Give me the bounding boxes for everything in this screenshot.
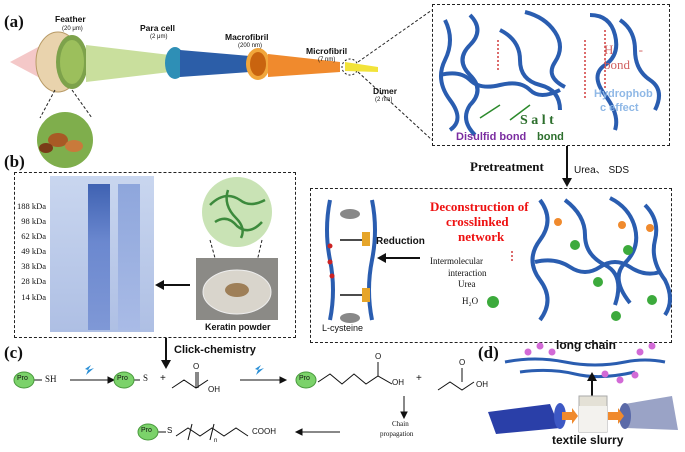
keratin-network-box — [432, 4, 670, 146]
deconstruction-title-2: crosslinked — [446, 214, 509, 229]
pro-label: Pro — [141, 427, 152, 434]
oh-label: OH — [392, 378, 404, 387]
para-cell-size: (2 μm) — [150, 34, 168, 40]
chain-propagation-1: Chain — [392, 420, 409, 428]
gel-lane-2 — [118, 184, 140, 330]
o-label: O — [375, 352, 382, 361]
plus-sign: + — [416, 373, 422, 384]
l-cysteine-label: L-cysteine — [322, 323, 364, 333]
macrofibril-label: Macrofibril — [225, 32, 269, 42]
o-label: O — [459, 358, 466, 367]
long-chain-label: long chain — [556, 338, 616, 352]
sds-page-gel — [50, 176, 154, 332]
water-label: H₂O — [462, 296, 479, 306]
hydrophobic-label-2: c effect — [600, 102, 639, 114]
reduction-label: Reduction — [376, 236, 425, 247]
panel-label-d: (d) — [478, 343, 499, 362]
gel-marker: 38 kDa — [21, 261, 46, 271]
bond-label: bond — [537, 131, 564, 143]
gel-lane-1 — [88, 184, 110, 330]
feather-label: Feather — [55, 14, 86, 24]
n-subscript: n — [214, 438, 218, 444]
pretreatment-agents: Urea、 SDS — [574, 165, 630, 176]
h-bond-label: H - — [604, 42, 643, 58]
panel-label-c: (c) — [4, 343, 23, 362]
disulfide-label: Disulfid bond — [456, 131, 527, 143]
intermolecular-label-2: interaction — [448, 268, 487, 278]
h-bond-h: H — [604, 42, 614, 57]
dimer-size: (2 nm) — [375, 97, 393, 103]
oh-label: OH — [476, 380, 488, 389]
h-bond-dash: - — [638, 42, 643, 57]
s-label: S — [167, 426, 173, 435]
feather-size: (20 μm) — [62, 26, 83, 32]
panel-label-a: (a) — [4, 12, 24, 31]
hydrophobic-label-1: Hydrophob — [594, 88, 653, 100]
oh-label: OH — [208, 385, 220, 394]
gel-marker: 28 kDa — [21, 276, 46, 286]
plus-sign: + — [160, 373, 166, 384]
gel-marker: 98 kDa — [21, 216, 46, 226]
deconstruction-box — [310, 188, 672, 343]
cooh-label: COOH — [252, 427, 276, 436]
microfibril-label: Microfibril — [306, 46, 348, 56]
gel-marker: 49 kDa — [21, 246, 46, 256]
gel-marker: 14 kDa — [21, 292, 46, 302]
deconstruction-title-1: Deconstruction of — [430, 199, 529, 214]
pro-label: Pro — [299, 375, 310, 382]
click-chemistry-label: Click-chemistry — [174, 344, 256, 356]
sh-label: SH — [45, 374, 57, 384]
textile-slurry-label: textile slurry — [552, 433, 624, 447]
panel-label-b: (b) — [4, 152, 25, 171]
pro-label: Pro — [17, 375, 28, 382]
h-bond-word: bond — [604, 57, 630, 72]
gel-keratin-box — [14, 172, 296, 338]
dimer-label: Dimer — [373, 86, 398, 96]
pro-label: Pro — [117, 375, 128, 382]
para-cell-label: Para cell — [140, 23, 175, 33]
chain-propagation-2: propagation — [380, 430, 414, 438]
water-icon — [487, 296, 499, 308]
macrofibril-size: (200 nm) — [238, 43, 263, 49]
pretreatment-label: Pretreatment — [470, 159, 544, 174]
intermolecular-label-1: Intermolecular — [430, 256, 483, 266]
gel-marker: 188 kDa — [16, 201, 46, 211]
deconstruction-title-3: network — [458, 229, 505, 244]
microfibril-size: (7 nm) — [318, 57, 336, 63]
keratin-powder-label: Keratin powder — [205, 322, 271, 332]
urea-label: Urea — [458, 279, 476, 289]
o-label: O — [193, 362, 200, 371]
gel-marker: 62 kDa — [21, 231, 46, 241]
s-radical-label: S — [143, 373, 149, 383]
salt-label: S a l t — [520, 113, 554, 128]
